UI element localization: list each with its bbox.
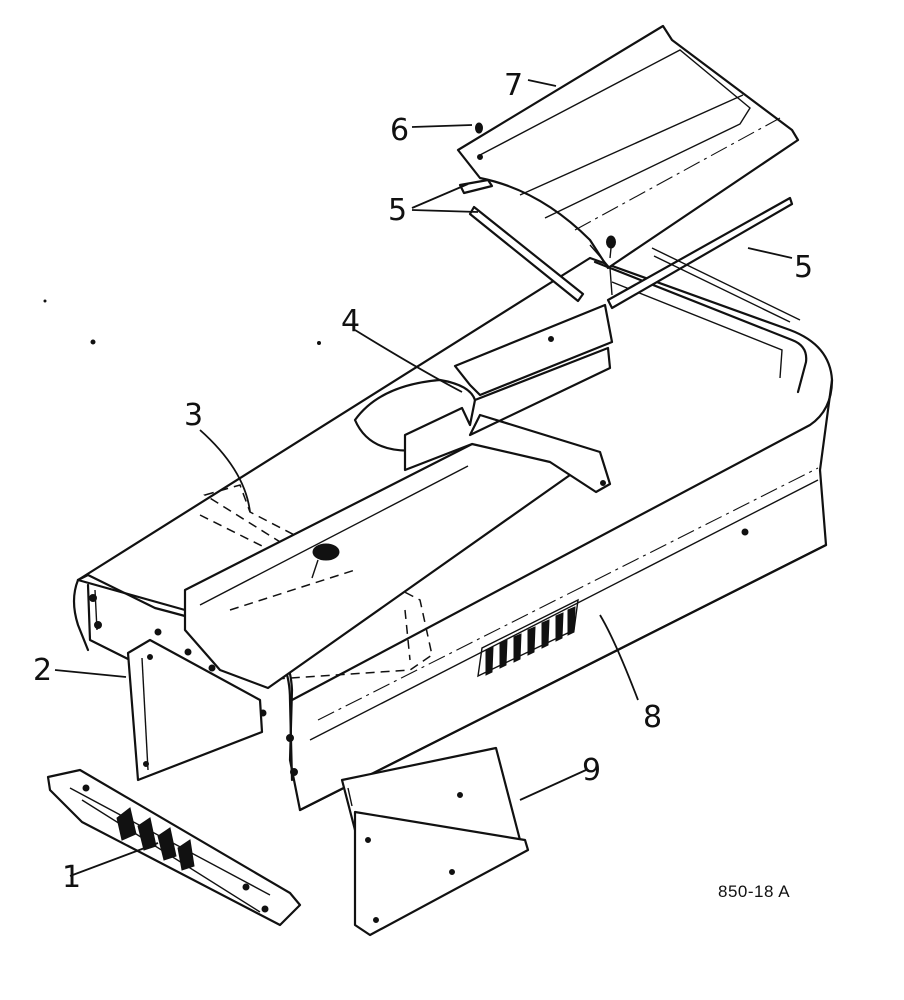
- center-plate-part-4: [353, 303, 614, 494]
- callout-label: 3: [184, 398, 203, 433]
- callout-label: 6: [390, 113, 409, 148]
- stray-mark: [317, 341, 321, 345]
- callout-label: 8: [643, 700, 662, 735]
- stray-mark: [43, 299, 47, 303]
- top-cover-part-7: [456, 24, 800, 296]
- fastener-part-6: [475, 122, 616, 259]
- callout-label: 2: [33, 653, 52, 688]
- callout-labels: 1 2 3 4 5 5 6 7 8 9: [33, 68, 813, 895]
- callout-label: 1: [62, 860, 81, 895]
- grille-part-1: [46, 768, 302, 927]
- stray-mark: [90, 339, 96, 345]
- leader-lines: [54, 79, 793, 877]
- inner-panel-part-3: [183, 438, 572, 690]
- callout-label: 4: [341, 304, 360, 339]
- strips-part-5: [458, 178, 801, 323]
- drawing-code: 850-18 A: [718, 882, 790, 901]
- callout-label: 5: [794, 250, 813, 285]
- front-panel-part-2: [126, 638, 264, 782]
- side-panel-part-9: [340, 746, 530, 937]
- callout-label: 5: [388, 193, 407, 228]
- callout-label: 9: [582, 753, 601, 788]
- louvre-grille: [477, 598, 579, 678]
- callout-label: 7: [504, 68, 523, 103]
